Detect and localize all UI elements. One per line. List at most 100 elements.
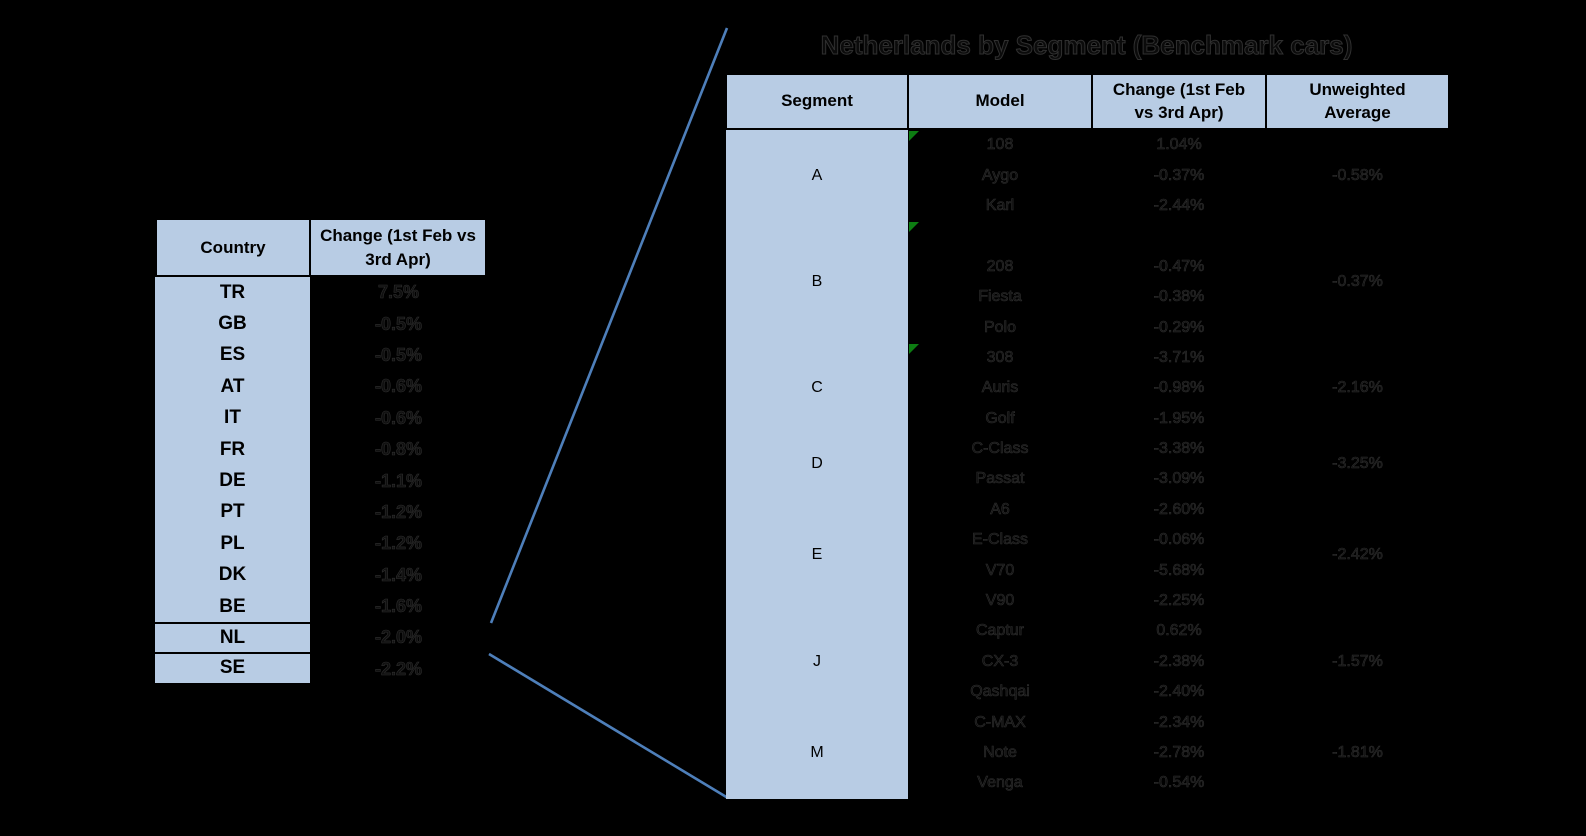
country-code-cell: AT	[155, 371, 310, 403]
model-cell: Polo	[983, 318, 1017, 336]
model-row: B -0.37%	[726, 221, 1449, 343]
model-change-cell: -2.40%	[1153, 683, 1205, 701]
model-change-cell: -2.38%	[1153, 652, 1205, 671]
model-row: Qashqai -2.40%	[726, 677, 1449, 707]
model-row: Aygo -0.37%	[726, 160, 1449, 190]
model-row: Karl-2.44%	[726, 191, 1449, 221]
model-row: Passat-3.09%	[726, 464, 1449, 494]
country-table-header: Country Change (1st Feb vs 3rd Apr)	[155, 218, 487, 277]
model-row: Polo-0.29%	[726, 312, 1449, 342]
segment-cell: D	[726, 433, 908, 495]
segment-cell: M	[726, 707, 908, 799]
unweighted-average-cell: -1.81%	[1332, 744, 1383, 762]
country-row: ES-0.5%	[155, 339, 487, 372]
country-row: IT-0.6%	[155, 402, 487, 434]
segment-cell: J	[726, 616, 908, 708]
country-change-cell: -2.2%	[374, 658, 423, 680]
model-change-cell: -2.60%	[1153, 500, 1205, 519]
country-code-cell: DE	[155, 465, 310, 497]
segment-cell: C	[726, 342, 908, 434]
model-change-cell: -0.98%	[1153, 379, 1205, 397]
model-cell	[908, 221, 1092, 251]
model-row: V70 -5.68%	[726, 555, 1449, 585]
country-code-cell: TR	[155, 277, 310, 309]
country-change-cell: 7.5%	[377, 282, 420, 303]
segment-cell: B	[726, 221, 908, 343]
country-row: FR -0.8%	[155, 433, 487, 466]
country-code-cell: FR	[155, 433, 310, 466]
model-change-cell: 1.04%	[1156, 136, 1202, 154]
country-change-cell: -0.8%	[374, 439, 423, 460]
model-cell: C-MAX	[974, 713, 1026, 731]
model-change-cell: -2.25%	[1153, 592, 1205, 610]
segment-table-header-row: Segment Model Change (1st Feb vs 3rd Apr…	[725, 73, 1450, 130]
model-change-cell: -3.71%	[1153, 348, 1205, 367]
unweighted-average-cell: -1.57%	[1332, 652, 1383, 671]
unweighted-average-column-header: Unweighted Average	[1265, 73, 1450, 130]
model-cell: Fiesta	[978, 288, 1022, 306]
model-cell: CX-3	[981, 652, 1019, 671]
segment-table-title: Netherlands by Segment (Benchmark cars)	[820, 30, 1353, 61]
model-cell: Captur	[975, 622, 1025, 640]
model-row: V90-2.25%	[726, 586, 1449, 616]
model-row: CX-3 -2.38%	[726, 647, 1449, 677]
country-row: DK -1.4%	[155, 559, 487, 591]
country-row: DE-1.1%	[155, 465, 487, 497]
model-change-cell: -0.37%	[1153, 166, 1205, 184]
model-row: E-Class-0.06%	[726, 525, 1449, 555]
country-row: SE -2.2%	[155, 653, 487, 686]
country-row: BE -1.6%	[155, 590, 487, 623]
model-change-cell: -0.38%	[1153, 288, 1205, 306]
country-change-cell: -0.5%	[374, 344, 423, 366]
unweighted-average-cell: -2.42%	[1332, 546, 1383, 564]
model-column-header: Model	[907, 73, 1093, 130]
unweighted-average-cell: -0.37%	[1332, 272, 1383, 291]
model-cell: Golf	[985, 409, 1015, 427]
model-cell: Passat	[975, 470, 1025, 488]
country-change-cell: -1.2%	[374, 533, 423, 554]
model-cell: Aygo	[981, 166, 1019, 184]
model-cell: Note	[983, 744, 1017, 762]
model-change-cell: -2.78%	[1153, 744, 1205, 762]
model-cell: V70	[985, 561, 1015, 579]
country-code-cell: DK	[155, 559, 310, 591]
country-code-cell: BE	[155, 590, 310, 623]
model-change-cell: -0.06%	[1153, 531, 1205, 549]
country-column-header: Country	[155, 218, 310, 277]
model-change-cell	[1092, 221, 1266, 251]
segment-table: Segment Model Change (1st Feb vs 3rd Apr…	[725, 73, 1450, 799]
country-code-cell: PL	[155, 528, 310, 560]
model-cell: 308	[908, 343, 1092, 373]
cell-corner-marker-icon	[909, 343, 919, 354]
model-cell: Qashqai	[970, 683, 1030, 701]
country-change-cell: -1.4%	[374, 564, 423, 585]
change-column-header: Change (1st Feb vs 3rd Apr)	[1091, 73, 1267, 130]
country-code-cell: PT	[155, 496, 310, 529]
callout-line-upper	[489, 27, 729, 624]
model-change-cell: -0.54%	[1153, 774, 1205, 792]
model-change-cell: 0.62%	[1156, 622, 1202, 640]
cell-corner-marker-icon	[909, 131, 919, 141]
model-row: Fiesta -0.38%	[726, 282, 1449, 312]
model-change-cell: -2.34%	[1153, 713, 1205, 731]
country-code-cell: SE	[155, 653, 310, 686]
country-row: PT-1.2%	[155, 496, 487, 529]
model-cell: A6	[990, 500, 1010, 519]
model-row: M C-MAX -2.34% -1.81%	[726, 707, 1449, 799]
model-cell: Auris	[981, 379, 1019, 397]
model-change-cell: -5.68%	[1153, 561, 1205, 579]
unweighted-average-cell: -0.58%	[1332, 166, 1383, 184]
segment-cell: A	[726, 129, 908, 222]
country-change-cell: -0.6%	[374, 376, 423, 397]
country-change-column-header: Change (1st Feb vs 3rd Apr)	[310, 218, 487, 277]
model-row: Auris -0.98%	[726, 373, 1449, 403]
country-code-cell: GB	[155, 308, 310, 340]
cell-corner-marker-icon	[909, 222, 919, 233]
country-change-cell: -0.5%	[374, 313, 423, 334]
unweighted-average-cell: -2.16%	[1332, 379, 1383, 397]
country-change-cell: -1.6%	[374, 596, 423, 617]
model-change-cell: -3.38%	[1153, 440, 1205, 458]
